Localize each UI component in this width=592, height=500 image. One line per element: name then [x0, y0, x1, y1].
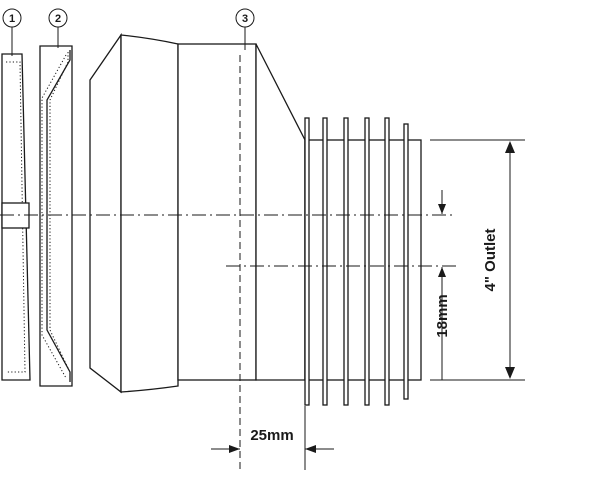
fin-6 — [403, 123, 409, 400]
part-1-seal-ring — [1, 53, 31, 381]
outlet-diameter-dimension: 4" Outlet — [430, 139, 525, 381]
offset-dimension: 18mm — [434, 190, 451, 380]
fin-4 — [364, 117, 370, 406]
outlet-spigot — [304, 117, 422, 406]
offset-label: 18mm — [434, 294, 451, 337]
fin-5 — [384, 117, 390, 406]
part-2-compression-ring — [39, 45, 73, 387]
depth-dimension: 25mm — [211, 406, 334, 470]
fin-2 — [322, 117, 328, 406]
connector-body — [89, 32, 306, 394]
depth-label: 25mm — [250, 427, 293, 444]
callout-2: 2 — [48, 8, 68, 48]
callout-1: 1 — [2, 8, 22, 56]
svg-text:3: 3 — [242, 13, 248, 25]
svg-text:1: 1 — [9, 13, 15, 25]
fin-1 — [304, 117, 310, 406]
svg-text:2: 2 — [55, 13, 61, 25]
fin-3 — [343, 117, 349, 406]
outlet-diameter-label: 4" Outlet — [482, 229, 499, 292]
callout-3: 3 — [235, 8, 255, 50]
